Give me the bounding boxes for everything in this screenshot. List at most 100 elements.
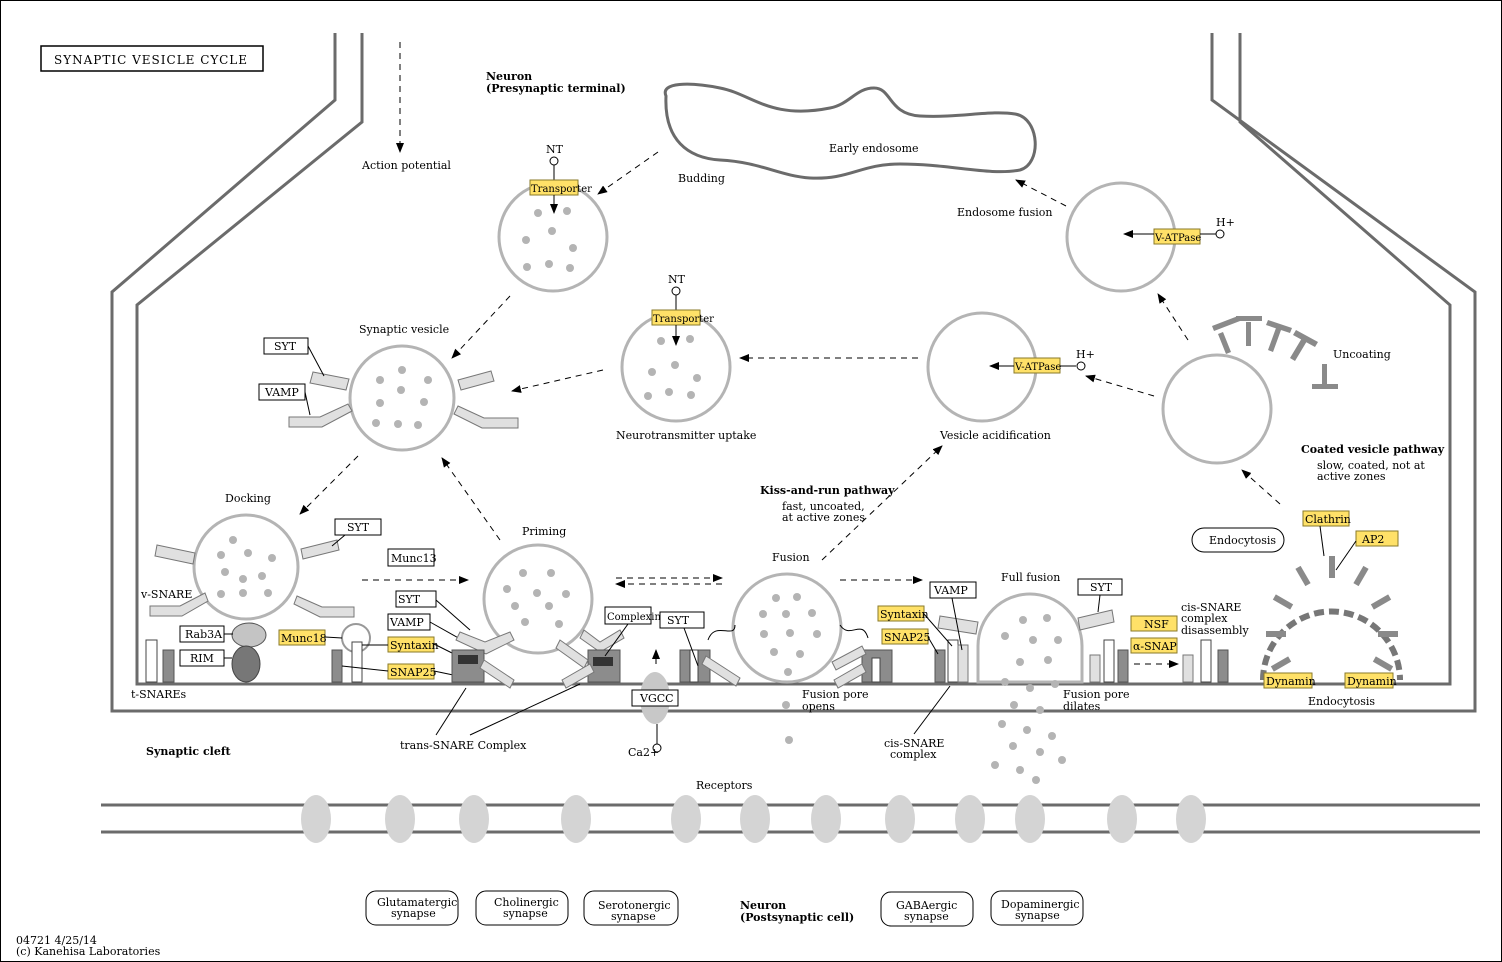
- trans-snare-leader: [469, 683, 581, 736]
- dopaminergic-synapse-link[interactable]: Dopaminergic synapse: [990, 890, 1084, 926]
- gene-nsf[interactable]: [1130, 615, 1178, 632]
- syntaxin-leader: [923, 613, 953, 647]
- fusion-pore-opens-1: Fusion pore: [802, 688, 869, 701]
- to-synaptic-vesicle-arrow: [451, 295, 511, 359]
- gene-v-atpase-1[interactable]: [1153, 228, 1201, 245]
- endocytosis-box[interactable]: [1191, 527, 1285, 553]
- kiss-run-arrow: [821, 445, 943, 561]
- docking-vesicle: [192, 513, 300, 621]
- gabaergic-label-1: GABAergic: [896, 899, 957, 912]
- vamp-leader: [304, 391, 311, 416]
- gene-clathrin[interactable]: [1302, 510, 1350, 527]
- gene-v-atpase-2-label: V-ATPase: [1014, 362, 1061, 373]
- nt-label-2: NT: [668, 273, 686, 286]
- syt-leader: [1097, 594, 1101, 613]
- vamp-box-3-label: VAMP: [933, 584, 968, 597]
- gene-clathrin-label: Clathrin: [1305, 513, 1351, 526]
- glutamatergic-synapse-link[interactable]: Glutamatergic synapse: [365, 890, 459, 926]
- receptor: [301, 795, 331, 843]
- from-nt-uptake-arrow: [511, 369, 604, 393]
- fusion-vesicle: [731, 572, 843, 744]
- footer-id-date: 04721 4/25/14: [16, 934, 97, 947]
- priming-to-vesicle-arrow: [441, 457, 501, 541]
- receptor: [671, 795, 701, 843]
- cis-dis-label-1: cis-SNARE: [1181, 601, 1241, 614]
- acidification-label: Vesicle acidification: [939, 429, 1051, 442]
- vamp-leader: [429, 621, 463, 641]
- t-snare-syntaxin: [145, 639, 158, 683]
- syt-box-4[interactable]: [659, 611, 705, 629]
- synaptic-vesicle-label: Synaptic vesicle: [359, 323, 449, 336]
- receptor: [561, 795, 591, 843]
- to-docking-arrow: [299, 455, 359, 515]
- cholinergic-synapse-link[interactable]: Cholinergic synapse: [475, 890, 569, 926]
- snap25-leader: [341, 665, 389, 672]
- gene-dynamin-2[interactable]: [1344, 672, 1394, 689]
- ap2-leader: [1335, 540, 1357, 571]
- receptor: [885, 795, 915, 843]
- gene-transporter-1-label: Transporter: [531, 184, 592, 195]
- cis-snare-pre-disassembly: [1089, 639, 1129, 683]
- gene-alpha-snap[interactable]: [1130, 637, 1178, 654]
- nt-ligand: [549, 156, 559, 166]
- syt-box-3-label: SYT: [398, 593, 421, 606]
- to-acidification-arrow: [1085, 374, 1155, 397]
- syntaxin-block: [351, 641, 363, 683]
- syt-leader: [683, 627, 699, 667]
- receptor: [1015, 795, 1045, 843]
- gene-alpha-snap-label: α-SNAP: [1133, 640, 1177, 653]
- syt-box-3[interactable]: [395, 590, 437, 608]
- budding-arrow: [597, 151, 659, 195]
- trans-snare-right: [555, 629, 625, 689]
- nt-uptake-vesicle: [620, 311, 732, 423]
- cis-dis-label-2: complex: [1181, 612, 1228, 625]
- munc13-box[interactable]: [387, 548, 435, 567]
- cholinergic-label-2: synapse: [503, 907, 548, 920]
- receptor: [811, 795, 841, 843]
- receptor: [740, 795, 770, 843]
- snap25-leader: [927, 636, 939, 655]
- gene-ap2[interactable]: [1355, 530, 1399, 547]
- gene-v-atpase-1-label: V-ATPase: [1154, 233, 1201, 244]
- vamp-box-3[interactable]: [929, 581, 977, 599]
- trans-snare-label: trans-SNARE Complex: [400, 739, 527, 752]
- rim-box-label: RIM: [190, 652, 214, 665]
- nt-ligand: [671, 286, 681, 296]
- serotonergic-label-2: synapse: [611, 910, 656, 923]
- receptor: [955, 795, 985, 843]
- h-plus-2: H+: [1076, 348, 1095, 361]
- clathrin-leader: [1319, 525, 1325, 557]
- vgcc-box[interactable]: [631, 689, 679, 707]
- gene-dynamin-1[interactable]: [1263, 672, 1313, 689]
- serotonergic-label-1: Serotonergic: [598, 899, 671, 912]
- priming-vesicle: [482, 543, 594, 655]
- fusion-pore-opens-2: opens: [802, 700, 835, 713]
- gene-snap25-2-label: SNAP25: [884, 631, 931, 644]
- syt-protein: [1077, 609, 1115, 631]
- presynaptic-membrane: [110, 33, 1477, 713]
- cis-snare-leader: [913, 685, 951, 735]
- serotonergic-synapse-link[interactable]: Serotonergic synapse: [583, 890, 679, 926]
- coated-desc-2: active zones: [1317, 470, 1386, 483]
- gene-dynamin-1-label: Dynamin: [1266, 675, 1316, 688]
- snap25-block: [331, 649, 343, 683]
- gene-syntaxin-2[interactable]: [877, 605, 925, 622]
- gabaergic-synapse-link[interactable]: GABAergic synapse: [880, 891, 974, 927]
- receptor: [1176, 795, 1206, 843]
- ca-label: Ca2+: [628, 746, 659, 759]
- clathrin-fragments: [1212, 316, 1338, 389]
- syt-box-2[interactable]: [334, 518, 382, 536]
- presynaptic-label-2: (Presynaptic terminal): [486, 82, 626, 95]
- t-snare-snap25: [162, 649, 175, 683]
- budding-label: Budding: [678, 172, 725, 185]
- fusion-complex-left: [679, 649, 741, 687]
- trans-snare-left: [451, 631, 515, 689]
- endocytosis-label: Endocytosis: [1308, 695, 1375, 708]
- rab3a-protein: [231, 622, 267, 648]
- syt-protein: [154, 544, 196, 565]
- h-plus-1: H+: [1216, 216, 1235, 229]
- synaptic-vesicle: [348, 344, 456, 452]
- gene-syntaxin-2-label: Syntaxin: [880, 608, 929, 621]
- gene-snap25-2[interactable]: [881, 628, 929, 645]
